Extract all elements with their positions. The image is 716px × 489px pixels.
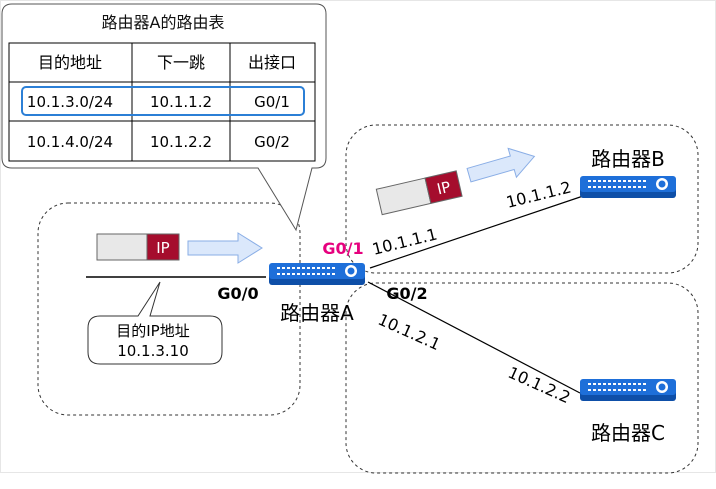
network-group-c [345,282,699,474]
arrow-right-icon [187,232,263,264]
table-cell-r2-interface: G0/2 [254,133,290,151]
svg-text:IP: IP [156,239,169,257]
router-a-label: 路由器A [280,301,354,325]
routing-table-callout [1,3,327,232]
link-a-b [369,192,593,269]
table-cell-r2-nexthop: 10.1.2.2 [150,133,212,151]
ip-label-10-1-1-1: 10.1.1.1 [370,224,439,258]
interface-g00-label: G0/0 [217,284,258,303]
router-c-label: 路由器C [591,421,665,445]
ip-label-10-1-1-2: 10.1.1.2 [504,177,573,211]
table-header-nexthop: 下一跳 [157,53,205,72]
arrow-right-icon [466,147,536,183]
table-cell-r1-dest: 10.1.3.0/24 [27,93,113,111]
table-cell-r1-interface: G0/1 [254,93,290,111]
bubble-text-ip: 10.1.3.10 [117,342,189,360]
ip-packet-icon: IP [375,170,463,216]
interface-g02-label: G0/2 [386,284,427,303]
table-cell-r1-nexthop: 10.1.1.2 [150,93,212,111]
router-b-label: 路由器B [591,147,665,171]
router-icon[interactable] [580,176,676,198]
network-group-a [37,202,301,416]
table-cell-r2-dest: 10.1.4.0/24 [27,133,113,151]
ip-packet-icon: IP [96,233,180,261]
routing-table [8,42,316,162]
route-highlight [21,86,305,116]
router-icon[interactable] [580,379,676,401]
svg-text:IP: IP [435,178,452,199]
interface-g01-label: G0/1 [322,239,363,258]
routing-table-title: 路由器A的路由表 [102,13,225,32]
ip-label-10-1-2-2: 10.1.2.2 [505,363,573,407]
destination-ip-bubble [87,281,223,365]
table-header-dest: 目的地址 [38,53,102,72]
router-icon[interactable] [269,263,365,285]
bubble-text-label: 目的IP地址 [116,322,189,340]
link-a-c [367,281,581,394]
network-group-b [345,124,699,274]
table-header-interface: 出接口 [248,53,296,72]
